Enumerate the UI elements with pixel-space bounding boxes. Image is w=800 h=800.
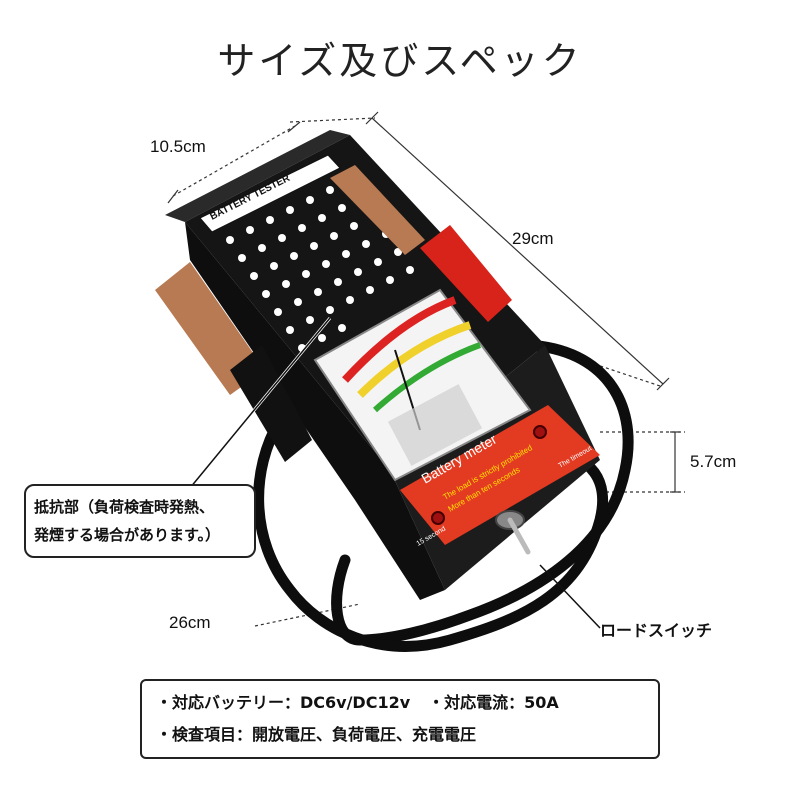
load-switch xyxy=(495,510,531,555)
cable-dimension: 26cm xyxy=(169,613,211,632)
spec-box: ・対応バッテリー：DC6v/DC12v ・対応電流：50A ・検査項目：開放電圧、… xyxy=(140,679,660,759)
copper-clamp-left xyxy=(155,262,265,395)
spec-row-2: ・検査項目：開放電圧、負荷電圧、充電電圧 xyxy=(156,719,644,751)
page-title: サイズ及びスペック xyxy=(217,39,583,83)
black-clamp xyxy=(230,345,312,462)
width-dimension: 10.5cm xyxy=(150,137,206,156)
copper-clamp-rear xyxy=(330,165,425,255)
resistor-callout: 抵抗部（負荷検査時発熱、 発煙する場合があります。） xyxy=(24,484,256,558)
callout-pointers xyxy=(188,317,601,629)
spec-current: ・対応電流：50A xyxy=(428,693,559,712)
spec-row-1: ・対応バッテリー：DC6v/DC12v ・対応電流：50A xyxy=(156,687,644,719)
spec-items: ・検査項目：開放電圧、負荷電圧、充電電圧 xyxy=(156,725,477,744)
resistor-callout-line2: 発煙する場合があります。） xyxy=(34,526,221,544)
resistor-callout-line1: 抵抗部（負荷検査時発熱、 xyxy=(34,498,215,516)
load-switch-label: ロードスイッチ xyxy=(600,621,713,640)
length-dimension: 29cm xyxy=(512,229,554,248)
left-cable xyxy=(253,414,609,652)
spec-battery: ・対応バッテリー：DC6v/DC12v xyxy=(156,693,411,712)
height-dimension: 5.7cm xyxy=(690,452,737,471)
analog-gauge xyxy=(313,288,532,482)
red-clamp xyxy=(420,225,512,322)
right-indicator-lamp xyxy=(533,425,547,439)
left-indicator-lamp xyxy=(431,511,445,525)
